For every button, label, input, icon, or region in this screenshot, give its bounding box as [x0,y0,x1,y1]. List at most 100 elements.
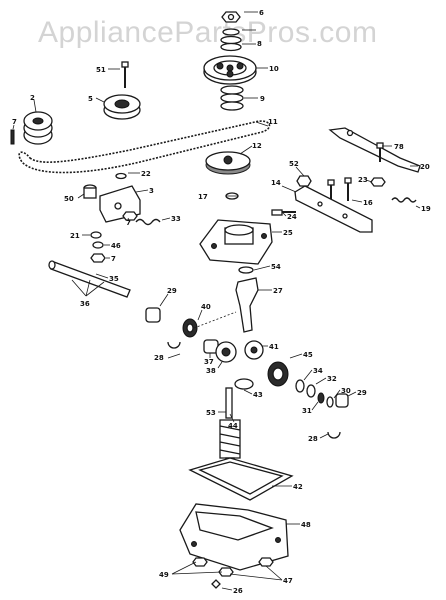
callout-78: 78 [394,143,404,151]
part-78-bolt [376,142,384,162]
callout-11: 11 [268,118,278,126]
callout-44: 44 [228,422,238,430]
part-49-nut [192,557,208,567]
part-30-washer [326,396,334,408]
callout-36: 36 [80,300,90,308]
part-38-gear [215,341,237,363]
callout-6: 6 [259,9,264,17]
leader-lines [12,11,421,591]
callout-29-right: 29 [357,389,367,397]
part-45-large-gear [267,361,289,387]
callout-24: 24 [287,213,297,221]
part-9-spacers [220,85,244,111]
callout-41: 41 [269,343,279,351]
part-42-gasket [188,457,294,501]
part-28-snap-ring-right [327,431,341,439]
part-5-idler-pulley [103,94,141,120]
part-21-washer [90,231,102,239]
callout-8: 8 [257,40,262,48]
callout-32: 32 [327,375,337,383]
callout-33: 33 [171,215,181,223]
part-14-bracket [294,185,373,233]
part-28-snap-ring-left [167,341,181,349]
callout-48: 48 [301,521,311,529]
part-20-shift-lever [328,127,421,173]
callout-49: 49 [159,571,169,579]
part-31-washer [317,392,325,404]
callout-27: 27 [273,287,283,295]
callout-16: 16 [363,199,373,207]
part-27-shift-fork [235,277,259,333]
callout-52: 52 [289,160,299,168]
callout-10: 10 [269,65,279,73]
callout-40: 40 [201,303,211,311]
callout-28-left: 28 [154,354,164,362]
callout-7-lower: 7 [111,255,116,263]
part-41-gear [244,340,264,360]
part-7-nut-lower [90,253,106,263]
callout-54: 54 [271,263,281,271]
part-50-pin [83,184,97,199]
callout-12: 12 [252,142,262,150]
callout-50: 50 [64,195,74,203]
callout-46: 46 [111,242,121,250]
part-2-engine-pulley [23,111,53,145]
callout-38: 38 [206,367,216,375]
part-19-spring [391,197,417,203]
callout-53: 53 [206,409,216,417]
part-47-nut [258,557,274,567]
part-11-belt [18,120,271,174]
callout-26: 26 [233,587,243,595]
part-40-washer [182,318,198,338]
callout-42: 42 [293,483,303,491]
callout-31: 31 [302,407,312,415]
part-7-nut-upper [122,211,138,221]
callout-29-left: 29 [167,287,177,295]
part-35-shaft [48,260,131,298]
part-29-collar-left [145,307,161,323]
callout-7-nut: 7 [126,219,131,227]
callout-19: 19 [421,205,431,213]
callout-21: 21 [70,232,80,240]
part-10-pulley [203,55,257,85]
part-25-housing-cover [199,219,273,265]
callout-35: 35 [109,275,119,283]
callout-17: 17 [198,193,208,201]
callout-22: 22 [141,170,151,178]
callout-20: 20 [420,163,430,171]
part-22-washer [115,172,127,180]
callout-43: 43 [253,391,263,399]
callout-51: 51 [96,66,106,74]
callout-34: 34 [313,367,323,375]
part-29-collar-right [335,393,349,408]
callout-14: 14 [271,179,281,187]
part-43-collar [234,378,254,390]
callout-28-right: 28 [308,435,318,443]
part-7-key [10,129,15,145]
part-12-pulley [205,151,251,175]
part-26-plug [211,579,221,589]
callout-37: 37 [204,358,214,366]
callout-45: 45 [303,351,313,359]
callout-9: 9 [260,95,265,103]
callout-23: 23 [358,176,368,184]
part-34-washer [295,379,305,393]
callout-25: 25 [283,229,293,237]
callout-30: 30 [341,387,351,395]
part-52-nut [296,175,312,187]
callout-2: 2 [30,94,35,102]
callout-5: 5 [88,95,93,103]
part-33-spring [135,218,161,226]
part-48-housing [179,503,289,571]
callout-labels: 6 8 51 10 2 5 9 7 11 78 12 20 22 52 23 3… [12,9,431,595]
part-23-nut [370,177,386,187]
watermark-text: AppliancePartsPros.com [38,16,377,49]
part-6-nut [221,11,241,23]
callout-7-key: 7 [12,118,17,126]
part-8-washers [220,28,242,52]
callout-3: 3 [149,187,154,195]
callout-47: 47 [283,577,293,585]
part-51-bolt [121,61,129,88]
part-46-washer [92,241,104,249]
